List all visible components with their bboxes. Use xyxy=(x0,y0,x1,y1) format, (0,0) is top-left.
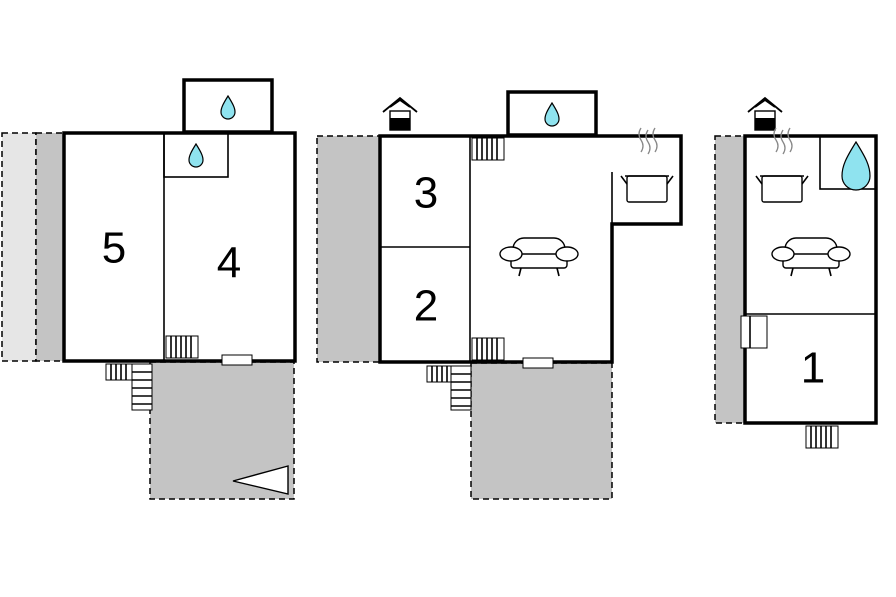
water-drop-icon xyxy=(188,142,204,168)
water-drop-icon xyxy=(841,140,871,191)
room-number-2: 2 xyxy=(414,282,438,331)
stairs-icon xyxy=(471,337,505,361)
floor-middle: 3 2 xyxy=(316,90,683,500)
fireplace-house-icon xyxy=(747,96,783,131)
floor-right: 1 xyxy=(714,96,878,449)
terrace-left-inner xyxy=(35,132,65,362)
terrace-right-left xyxy=(714,135,746,424)
terrace-middle-left xyxy=(316,135,381,363)
room-number-1: 1 xyxy=(801,344,825,393)
water-drop-icon xyxy=(544,101,560,127)
stairs-icon xyxy=(805,425,839,449)
terrace-middle-bottom xyxy=(470,362,613,500)
room-number-3: 3 xyxy=(414,169,438,218)
bathroom-right xyxy=(819,135,877,190)
stairs-icon xyxy=(471,137,505,161)
door-icon xyxy=(740,315,768,349)
entrance-arrow-icon xyxy=(232,465,289,495)
sofa-icon xyxy=(499,237,579,277)
terrace-left-outer xyxy=(1,132,37,362)
cooking-pot-icon xyxy=(755,127,809,203)
floor-left: 5 4 xyxy=(1,78,297,500)
door-icon xyxy=(221,354,253,366)
stairs-icon xyxy=(165,335,199,359)
cooking-pot-icon xyxy=(620,127,674,203)
bathroom-left-small xyxy=(163,132,229,178)
room-number-4: 4 xyxy=(217,239,241,288)
door-icon xyxy=(522,357,554,369)
building-left xyxy=(62,131,297,363)
stairs-icon xyxy=(426,365,472,411)
fireplace-house-icon xyxy=(382,96,418,131)
water-drop-icon xyxy=(220,94,236,120)
sofa-icon xyxy=(771,237,851,277)
stairs-icon xyxy=(105,363,153,411)
room-number-5: 5 xyxy=(102,224,126,273)
